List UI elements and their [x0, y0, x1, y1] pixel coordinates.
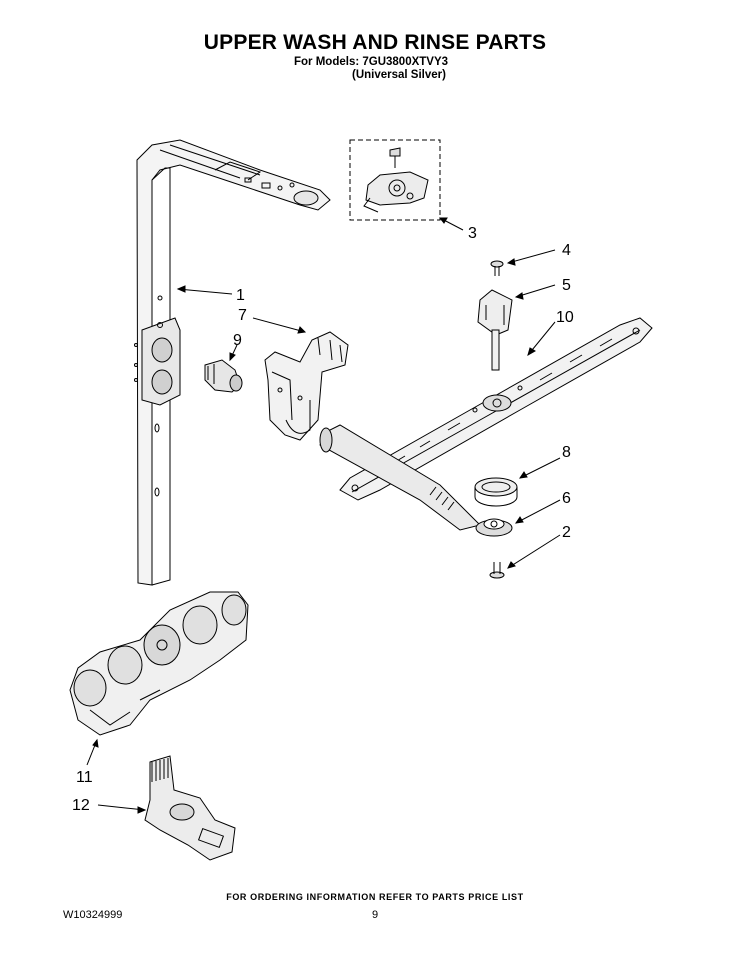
part-5-clip: [477, 289, 513, 371]
part-6-bearing: [475, 518, 513, 537]
part-2-screw: [489, 562, 505, 579]
part-9-adapter: [204, 359, 243, 393]
callout-9: 9: [233, 332, 242, 349]
part-4-screw: [490, 260, 504, 276]
part-11-manifold: [69, 591, 249, 736]
ordering-note: FOR ORDERING INFORMATION REFER TO PARTS …: [226, 892, 524, 902]
callout-7: 7: [238, 307, 247, 324]
finish-line: (Universal Silver): [352, 69, 446, 81]
callout-6: 6: [562, 490, 571, 507]
part-8-ring: [474, 477, 518, 507]
callout-2: 2: [562, 524, 571, 541]
part-7-bracket: [264, 331, 349, 441]
callout-5: 5: [562, 277, 571, 294]
callout-3: 3: [468, 225, 477, 242]
callout-4: 4: [562, 242, 571, 259]
part-1-supply-tube: [134, 139, 331, 586]
part-3-group: [349, 139, 441, 221]
callout-numbers: 1 3 4 5 10 7 9 8 6 2 11 12: [72, 225, 574, 814]
models-line: For Models: 7GU3800XTVY3: [294, 56, 449, 68]
callout-12: 12: [72, 797, 90, 814]
page-title: UPPER WASH AND RINSE PARTS: [203, 31, 547, 54]
leader-lines: [86, 217, 561, 814]
manifold-pipe: [319, 424, 481, 531]
part-10-spray-arm: [339, 317, 653, 501]
part-12-diverter: [144, 755, 236, 861]
document-number: W10324999: [63, 909, 123, 921]
callout-10: 10: [556, 309, 574, 326]
model-info: For Models: 7GU3800XTVY3 (Universal Silv…: [294, 56, 448, 82]
page-number: 9: [372, 909, 379, 921]
callout-8: 8: [562, 444, 571, 461]
callout-11: 11: [76, 769, 93, 786]
callout-1: 1: [236, 287, 245, 304]
